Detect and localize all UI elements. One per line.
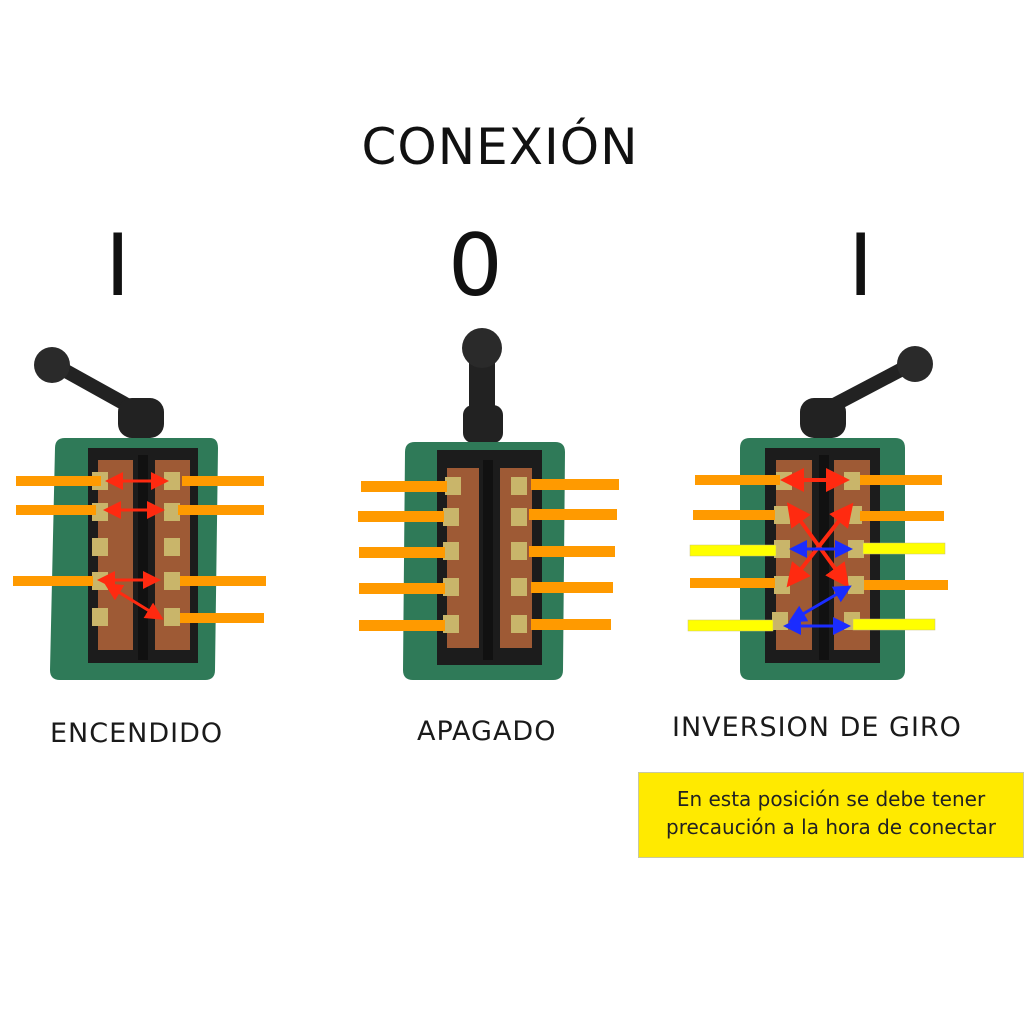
warning-note: En esta posición se debe tener precaució… [638,772,1024,858]
switch-diagram-reverse: INVERSION DE GIRO [672,320,970,743]
rotary-switch-icon [687,346,948,680]
warning-line-2: precaución a la hora de conectar [666,815,996,839]
position-label-off: APAGADO [417,716,557,747]
switch-diagram-on: ENCENDIDO [0,320,290,749]
position-symbol-off: 0 [448,216,503,316]
page-title: CONEXIÓN [361,118,639,176]
position-symbol-reverse: I [848,216,874,316]
rotary-switch-icon [13,347,266,680]
position-label-reverse: INVERSION DE GIRO [672,712,962,743]
position-label-on: ENCENDIDO [50,718,224,749]
warning-line-1: En esta posición se debe tener [676,787,986,811]
rotary-switch-icon [358,328,619,680]
switch-diagram-off: APAGADO [345,320,635,747]
position-symbol-on: I [105,216,131,316]
